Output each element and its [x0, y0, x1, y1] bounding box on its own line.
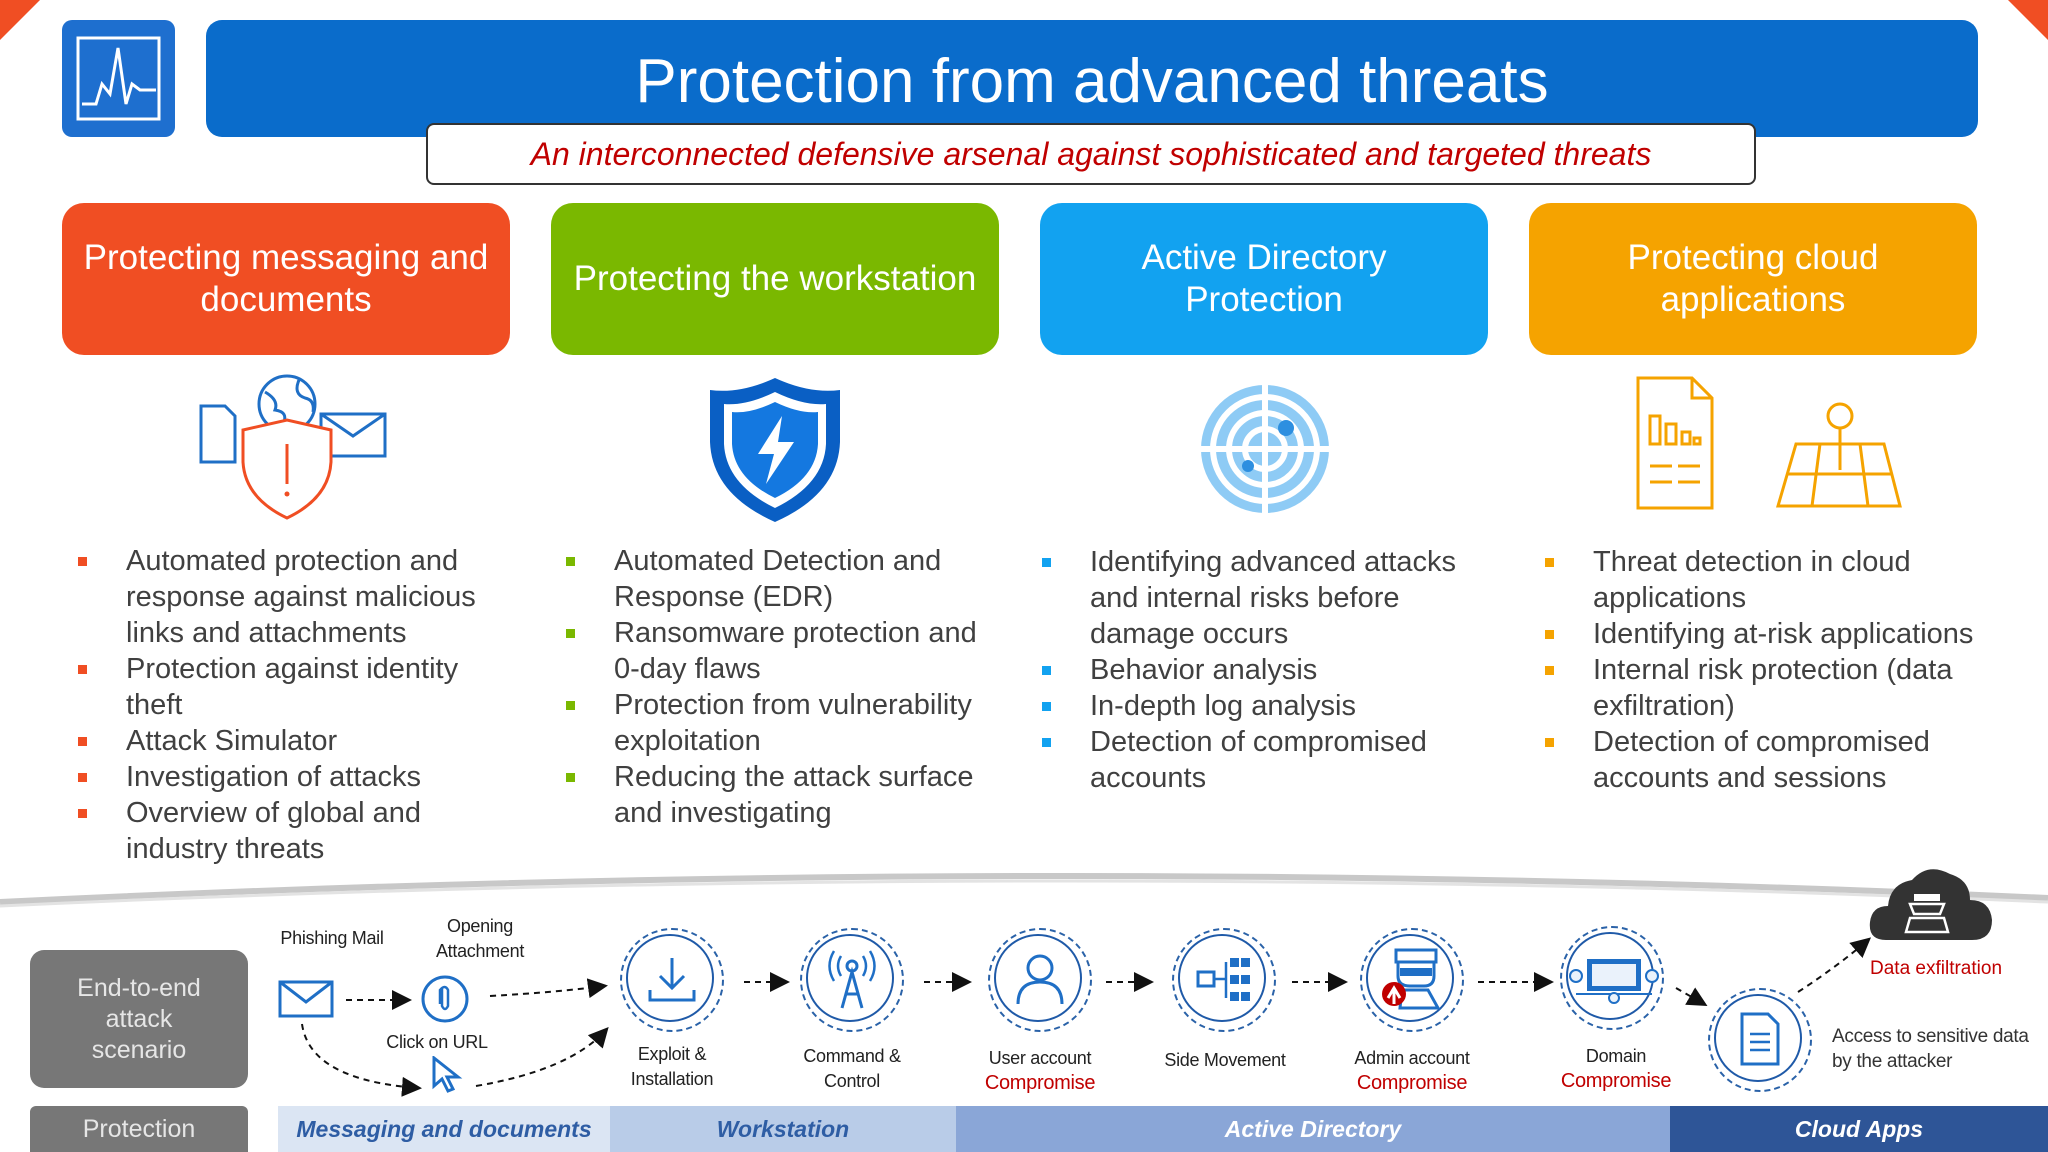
- activity-monitor-icon: [76, 36, 161, 121]
- step-label-line2: Compromise: [1560, 1070, 1672, 1092]
- step-label: Domain Compromise: [1546, 1044, 1686, 1094]
- mail-shield-globe-icon: [199, 374, 387, 520]
- step-circle-inner: [1714, 994, 1802, 1082]
- cursor-icon: [432, 1056, 463, 1093]
- list-item: Attack Simulator: [78, 723, 508, 759]
- step-admin-account-compromise: [1360, 928, 1464, 1032]
- category-cloud-header: Protecting cloud applications: [1529, 203, 1977, 355]
- step-label: User account Compromise: [970, 1046, 1110, 1096]
- category-ad-header: Active Directory Protection: [1040, 203, 1488, 355]
- attack-flow-arrows: [301, 937, 1872, 1097]
- workstation-bullet-list: Automated Detection and Response (EDR) R…: [566, 543, 996, 831]
- document-icon: [1740, 1012, 1780, 1066]
- admin-icon: [1382, 948, 1441, 1010]
- step-label-line1: Exploit &: [637, 1044, 707, 1064]
- step-label-line2: Installation: [630, 1069, 714, 1089]
- corner-decoration: [0, 0, 40, 40]
- attachment-icon: [421, 975, 469, 1023]
- step-label: Exploit & Installation: [612, 1042, 732, 1092]
- step-label-line2: Control: [824, 1071, 880, 1091]
- list-item: Reducing the attack surface and investig…: [566, 759, 996, 831]
- cloud-attacker-icon: [1869, 869, 1992, 940]
- step-circle: [1560, 926, 1664, 1030]
- mail-icon: [278, 980, 334, 1018]
- list-item: In-depth log analysis: [1042, 688, 1472, 724]
- list-item: Detection of compromised accounts: [1042, 724, 1472, 796]
- list-item: Identifying advanced attacks and interna…: [1042, 544, 1472, 652]
- ad-bullet-list: Identifying advanced attacks and interna…: [1042, 544, 1472, 796]
- step-label-line1: User account: [988, 1048, 1092, 1068]
- band-workstation: Workstation: [610, 1106, 956, 1152]
- step-domain-compromise: [1560, 926, 1664, 1030]
- cloud-bullet-list: Threat detection in cloud applications I…: [1545, 544, 1975, 796]
- protection-label: Protection: [30, 1106, 248, 1152]
- step-label: Command & Control: [792, 1044, 912, 1094]
- step-command-control: [800, 928, 904, 1032]
- list-item: Threat detection in cloud applications: [1545, 544, 1975, 616]
- step-circle: [1360, 928, 1464, 1032]
- step-label-line1: Side Movement: [1164, 1050, 1286, 1070]
- step-side-movement: [1172, 928, 1276, 1032]
- scenario-label-text: End-to-end attack scenario: [77, 973, 201, 1064]
- step-circle: [988, 928, 1092, 1032]
- step-label-line1: Admin account: [1354, 1048, 1470, 1068]
- user-icon: [1016, 954, 1064, 1005]
- domain-icon: [1569, 959, 1659, 1004]
- step-label: Side Movement: [1150, 1048, 1300, 1073]
- step-label: Admin account Compromise: [1342, 1046, 1482, 1096]
- step-sensitive-data: [1708, 988, 1812, 1092]
- step-label-line1: Command &: [803, 1046, 901, 1066]
- list-item: Detection of compromised accounts and se…: [1545, 724, 1975, 796]
- step-exploit-installation: [620, 928, 724, 1032]
- messaging-bullet-list: Automated protection and response agains…: [78, 543, 508, 867]
- step-circle-inner: [626, 934, 714, 1022]
- step-label-line1: Domain: [1585, 1046, 1647, 1066]
- step-circle: [1172, 928, 1276, 1032]
- list-item: Ransomware protection and 0-day flaws: [566, 615, 996, 687]
- cloud-apps-icon: [1636, 376, 1902, 510]
- end-to-end-scenario-label: End-to-end attack scenario: [30, 950, 248, 1088]
- corner-decoration-right: [2008, 0, 2048, 40]
- section-divider: [0, 872, 2048, 908]
- list-item: Automated Detection and Response (EDR): [566, 543, 996, 615]
- list-item: Behavior analysis: [1042, 652, 1472, 688]
- list-item: Protection from vulnerability exploitati…: [566, 687, 996, 759]
- step-circle: [620, 928, 724, 1032]
- access-sensitive-data-label: Access to sensitive data by the attacker: [1832, 1026, 2029, 1072]
- network-icon: [1196, 958, 1250, 1001]
- step-circle: [800, 928, 904, 1032]
- list-item: Automated protection and response agains…: [78, 543, 508, 651]
- list-item: Protection against identity theft: [78, 651, 508, 723]
- data-exfiltration-label: Data exfiltration: [1870, 958, 2003, 979]
- radar-icon: [1201, 385, 1329, 513]
- phishing-mail-label: Phishing Mail: [280, 928, 384, 948]
- defender-shield-icon: [710, 378, 840, 522]
- list-item: Investigation of attacks: [78, 759, 508, 795]
- category-workstation-header: Protecting the workstation: [551, 203, 999, 355]
- list-item: Identifying at-risk applications: [1545, 616, 1975, 652]
- category-messaging-header: Protecting messaging and documents: [62, 203, 510, 355]
- band-active-directory: Active Directory: [956, 1106, 1670, 1152]
- click-on-url-label: Click on URL: [386, 1032, 488, 1052]
- list-item: Overview of global and industry threats: [78, 795, 508, 867]
- antenna-icon: [828, 950, 876, 1009]
- step-circle: [1708, 988, 1812, 1092]
- app-logo: [62, 20, 175, 137]
- list-item: Internal risk protection (data exfiltrat…: [1545, 652, 1975, 724]
- band-cloud-apps: Cloud Apps: [1670, 1106, 2048, 1152]
- page-title: Protection from advanced threats: [206, 20, 1978, 137]
- step-user-account-compromise: [988, 928, 1092, 1032]
- step-circle-inner: [994, 934, 1082, 1022]
- opening-attachment-label: Opening Attachment: [435, 916, 525, 961]
- step-label-line2: Compromise: [1356, 1072, 1468, 1094]
- band-messaging: Messaging and documents: [278, 1106, 610, 1152]
- step-label-line2: Compromise: [984, 1072, 1096, 1094]
- download-icon: [648, 958, 696, 1002]
- page-subtitle: An interconnected defensive arsenal agai…: [426, 123, 1756, 185]
